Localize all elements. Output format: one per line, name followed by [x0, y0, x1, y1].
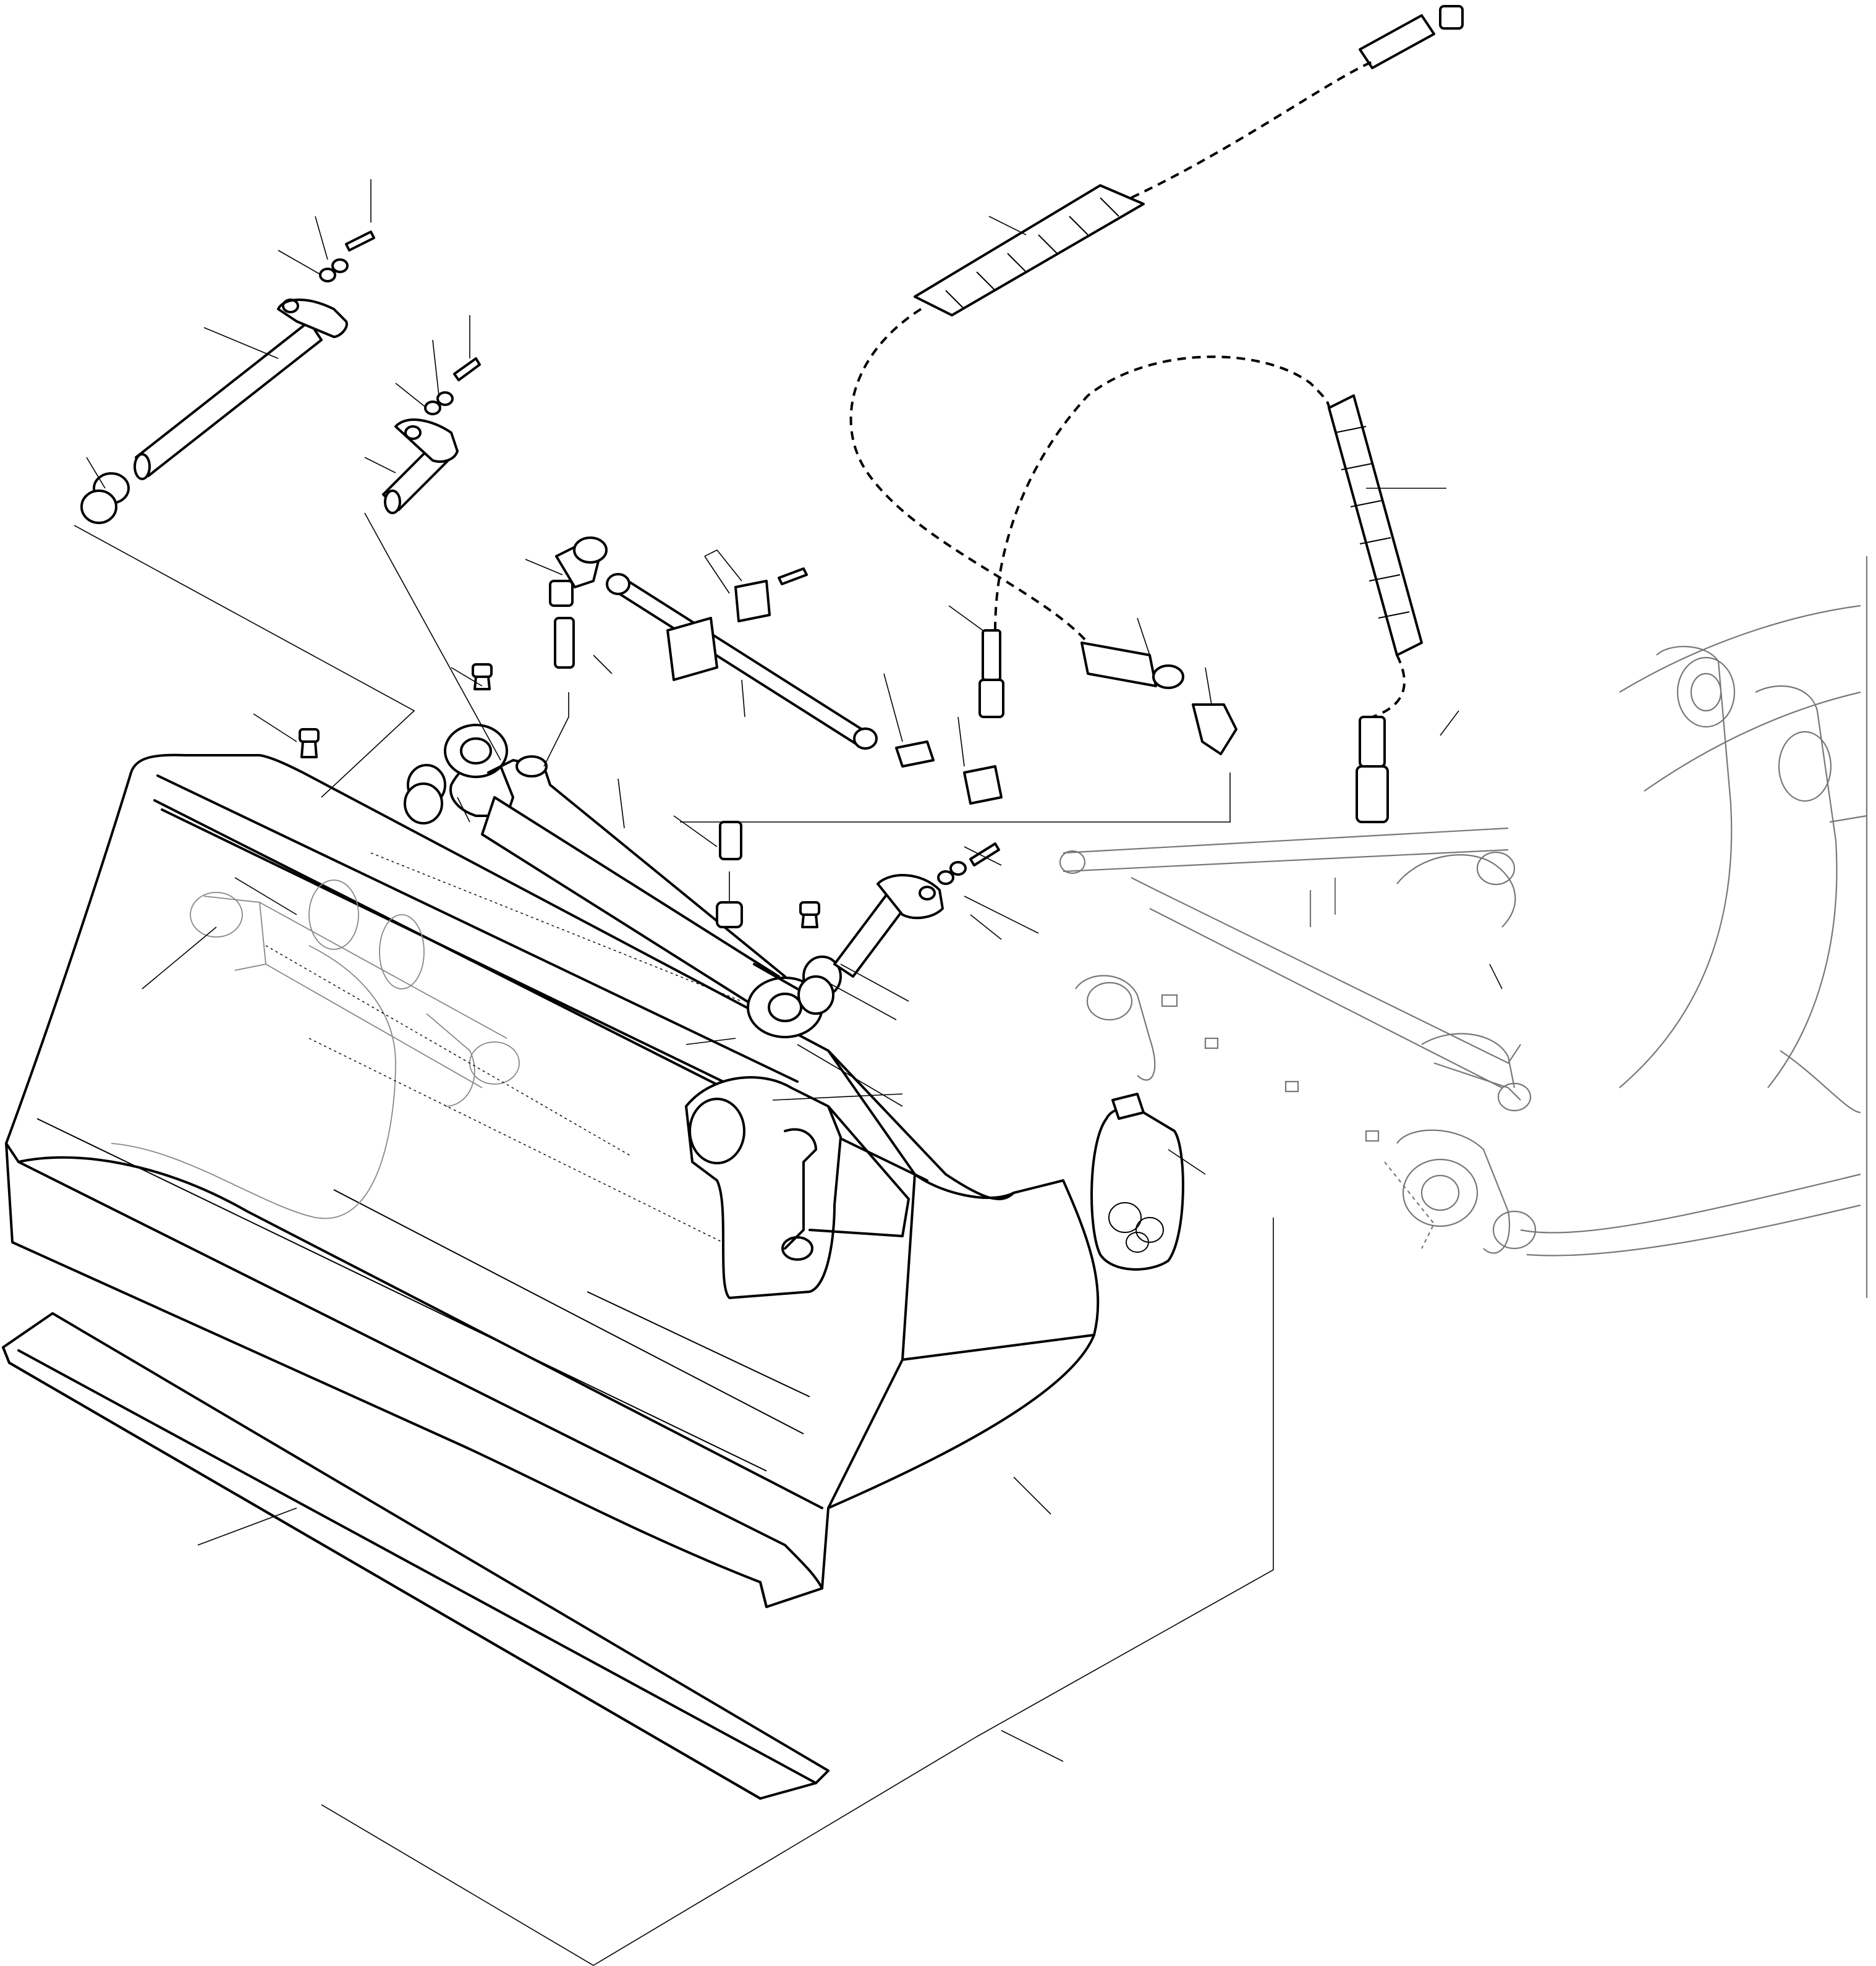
pin-short-left [382, 357, 481, 514]
pin-top-left [80, 231, 375, 524]
cutting-edge-blade [2, 1312, 830, 1800]
loader-arm-ghost [1059, 556, 1868, 1298]
bucket-linkage-bracket [685, 1076, 910, 1299]
bushings-and-nipples [299, 663, 842, 1015]
pin-lower-right [833, 842, 1000, 978]
bucket [5, 753, 1100, 1608]
hose-routing-dashed [849, 61, 1406, 718]
hydraulic-fittings [549, 5, 1464, 860]
leader-lines [74, 179, 1503, 1966]
spiral-guard-right [1328, 394, 1423, 656]
spiral-guard-upper [914, 184, 1145, 316]
hydraulic-cylinder [444, 724, 823, 1038]
seal-kit-bag [1090, 1093, 1184, 1271]
